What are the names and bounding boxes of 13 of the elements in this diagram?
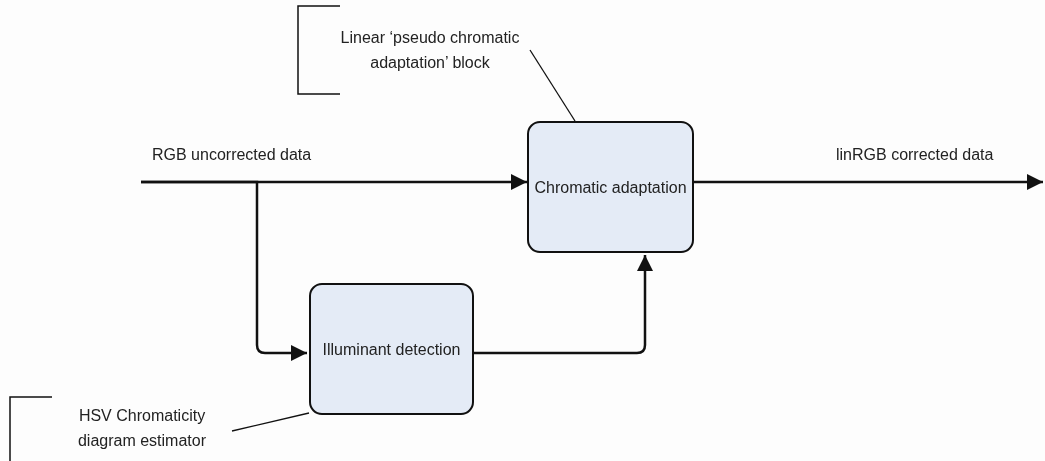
arrow — [694, 174, 1043, 190]
callout-text: Linear ‘pseudo chromatic adaptation’ block — [339, 28, 521, 73]
box-label: Illuminant detection — [322, 339, 461, 360]
leader-line — [529, 49, 576, 122]
box-label: Chromatic adaptation — [534, 177, 687, 198]
arrow — [474, 255, 653, 355]
edge-label: linRGB corrected data — [836, 146, 994, 164]
process-box — [309, 283, 474, 415]
arrow — [141, 180, 307, 361]
leader-line — [231, 412, 310, 432]
edge-label: RGB uncorrected data — [152, 146, 312, 164]
callout-text: HSV Chromaticity diagram estimator — [76, 406, 207, 451]
process-box — [527, 121, 694, 253]
